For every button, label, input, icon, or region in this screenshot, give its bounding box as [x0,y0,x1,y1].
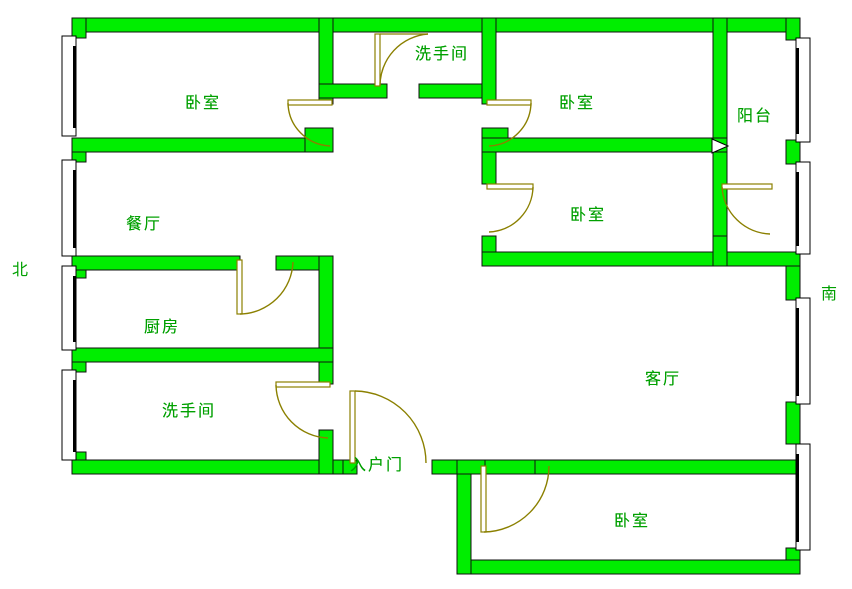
wall-bath-n-south2 [418,83,488,99]
wall-e-bedroom-south [481,251,728,267]
window-east-3 [795,297,811,405]
window-west-4 [61,369,77,461]
door-bathroom-south [275,381,331,439]
wall-kitchen-east [318,255,334,357]
window-east-1 [795,37,811,143]
room-label-dining-room: 餐厅 [125,214,163,233]
wall-outer-bottom-left [71,459,344,475]
wall-balcony-west-a [712,17,728,139]
wall-outer-bottom-right [456,559,801,575]
wall-dining-south-a [71,255,241,271]
wall-bath-n-west [318,17,334,91]
room-label-bathroom-south: 洗手间 [161,401,217,420]
window-west-3 [61,265,77,351]
wall-bath-s-east-a [318,361,334,385]
window-east-2 [795,161,811,255]
compass-label-south: 南 [820,284,838,303]
door-bedroom-ne [486,99,532,147]
door-kitchen [236,259,294,315]
wall-outer-east-d [785,401,801,445]
window-east-4 [795,443,811,551]
wall-outer-top [71,17,801,33]
wall-bath-s-east-b [318,429,334,475]
wall-outer-east-b [785,139,801,165]
flow-arrow-icon [711,138,730,154]
window-west-1 [61,35,77,137]
wall-outer-west-a [71,17,87,39]
wall-nw-bedroom-south-a [71,137,325,153]
wall-s-bedroom-west [456,459,472,575]
wall-e-bedroom-west-a [481,151,497,185]
door-bedroom-east-right [721,183,773,235]
wall-e-bedroom-east-a [712,235,728,267]
window-west-2 [61,159,77,257]
room-label-entry-door: 入户门 [349,455,405,474]
door-bedroom-south [480,465,550,533]
wall-ne-bedroom-south-b [481,137,728,153]
door-bedroom-east-left [486,183,534,233]
room-label-living-room: 客厅 [644,369,682,388]
room-label-bedroom-south: 卧室 [613,511,651,530]
window-group [61,35,811,551]
room-label-kitchen: 厨房 [143,317,181,336]
wall-balcony-west-b [712,151,728,243]
wall-group [71,17,801,575]
wall-s-bedroom-north [534,459,801,475]
door-entry [349,390,427,464]
wall-entry-right [431,459,543,475]
room-label-bedroom-east: 卧室 [569,205,607,224]
wall-ne-bedroom-west [481,17,497,105]
room-label-bedroom-north-west: 卧室 [184,93,222,112]
door-bedroom-nw [287,99,333,147]
compass-label-north: 北 [11,260,29,279]
wall-bath-n-south [318,83,388,99]
room-label-balcony: 阳台 [736,106,774,125]
door-bathroom-north [374,33,429,87]
room-label-bathroom-north: 洗手间 [414,44,470,63]
wall-outer-east-a [785,17,801,41]
wall-kitchen-south [71,347,334,363]
door-group [236,33,773,533]
room-label-bedroom-north-east: 卧室 [558,93,596,112]
